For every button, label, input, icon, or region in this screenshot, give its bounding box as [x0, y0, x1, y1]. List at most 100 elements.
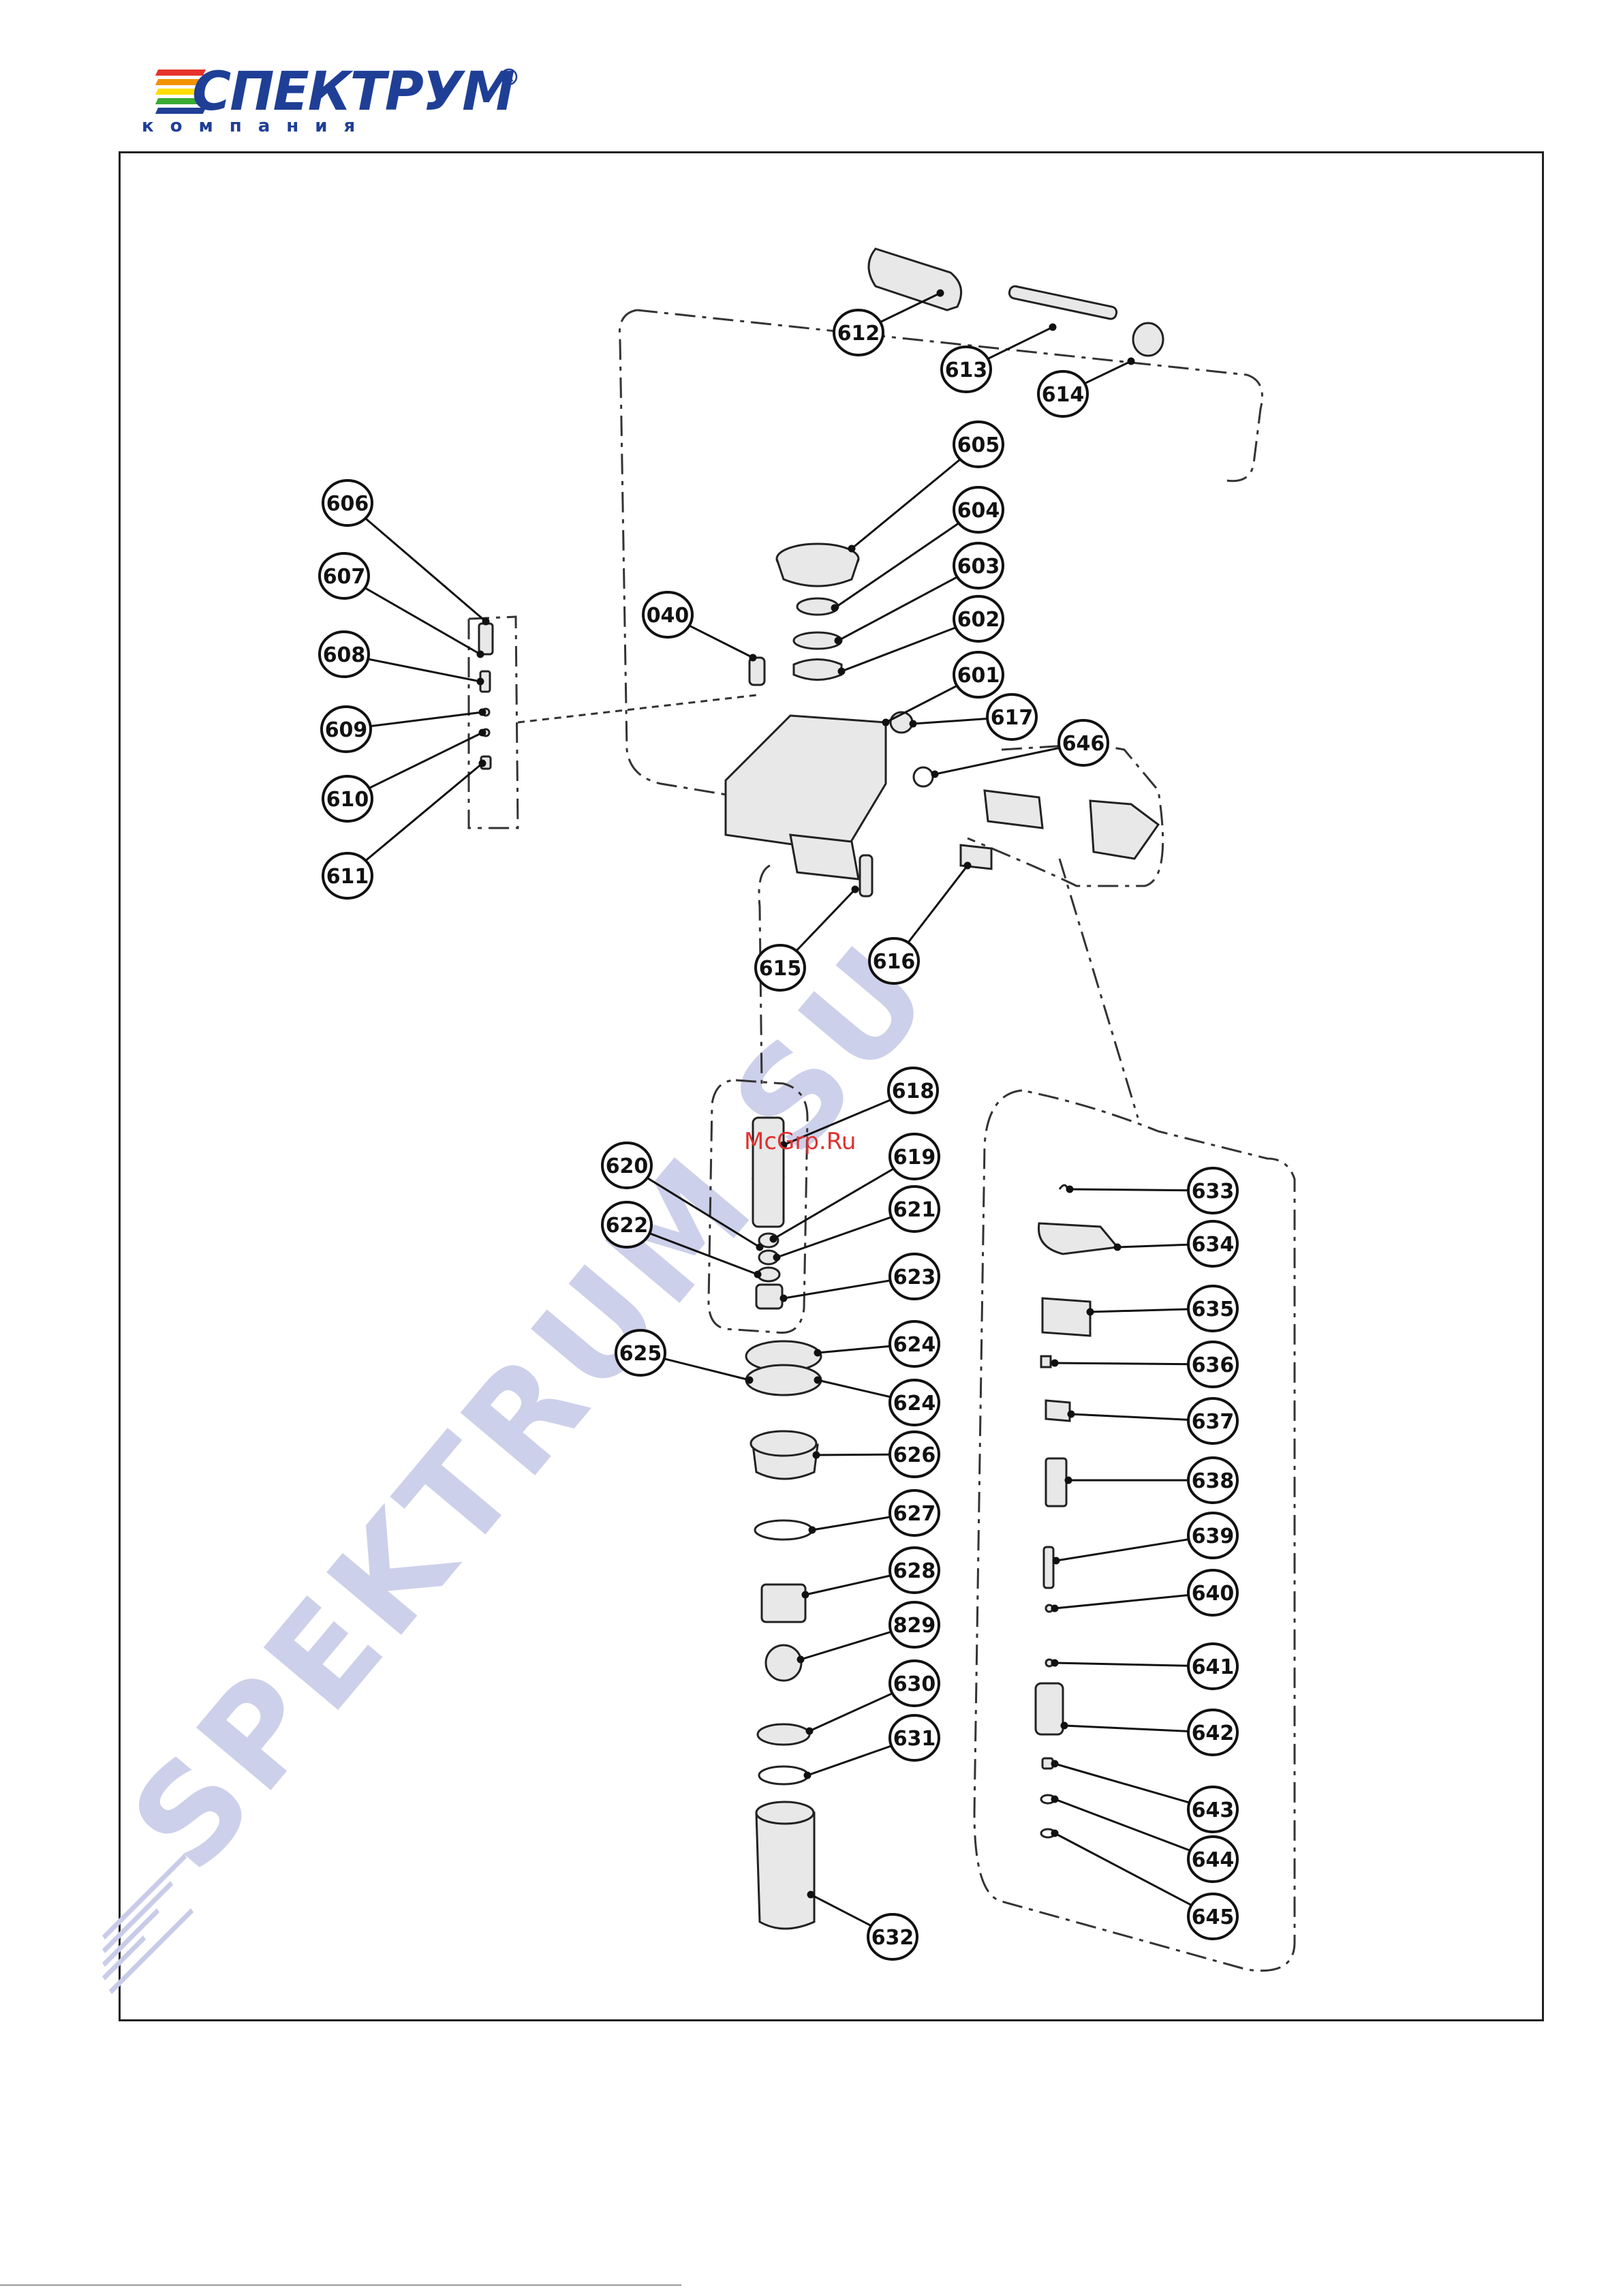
callout-label-609: 609 — [325, 718, 368, 742]
callout-label-601: 601 — [957, 664, 1000, 688]
leader-arrow-632 — [808, 1892, 814, 1897]
valve-body — [985, 791, 1042, 828]
callout-label-626: 626 — [893, 1443, 936, 1467]
drain-group-link — [1060, 859, 1138, 1118]
leader-arrow-638 — [1066, 1478, 1071, 1483]
leader-arrow-639 — [1053, 1558, 1059, 1563]
valve-knob — [1090, 801, 1158, 859]
callout-label-606: 606 — [326, 492, 369, 516]
pin-636 — [1041, 1356, 1051, 1367]
leader-arrow-627 — [809, 1527, 815, 1533]
callout-label-625: 625 — [619, 1342, 662, 1366]
leader-arrow-630 — [807, 1728, 812, 1734]
leader-arrow-612 — [938, 290, 943, 296]
leader-arrow-622 — [755, 1272, 760, 1277]
leader-arrow-615 — [852, 887, 858, 892]
callout-label-614: 614 — [1042, 383, 1085, 407]
callout-label-646: 646 — [1062, 732, 1105, 756]
callout-label-622: 622 — [606, 1214, 649, 1238]
leader-arrow-636 — [1052, 1360, 1057, 1366]
fittings-link — [518, 695, 756, 722]
callout-label-635: 635 — [1192, 1298, 1235, 1321]
seat-642 — [1036, 1683, 1063, 1734]
leader-arrow-613 — [1050, 324, 1055, 330]
callout-label-608: 608 — [323, 643, 366, 667]
handle-pin — [1008, 286, 1117, 320]
leader-line-645 — [1055, 1833, 1213, 1916]
callout-label-620: 620 — [606, 1154, 649, 1178]
callout-label-642: 642 — [1192, 1721, 1235, 1745]
ball-829 — [766, 1645, 801, 1681]
callout-label-627: 627 — [893, 1502, 936, 1526]
leader-line-606 — [347, 503, 486, 622]
washer-630 — [758, 1724, 809, 1745]
callout-label-613: 613 — [945, 358, 988, 382]
callout-label-602: 602 — [957, 608, 1000, 632]
leader-arrow-605 — [849, 546, 854, 551]
pump-block-601 — [726, 716, 886, 852]
footer-rule — [0, 2284, 681, 2286]
housing-632-top — [756, 1802, 814, 1824]
pump-block-base — [790, 835, 859, 879]
oring-627 — [755, 1520, 812, 1540]
leader-arrow-621 — [774, 1255, 779, 1260]
callout-label-624b: 624 — [893, 1392, 936, 1415]
callout-label-643: 643 — [1192, 1798, 1235, 1822]
fitting-040 — [749, 658, 764, 685]
mcgrp-mark: McGrp.Ru — [744, 1128, 856, 1155]
callout-label-634: 634 — [1192, 1233, 1235, 1257]
leader-arrow-640 — [1052, 1606, 1057, 1611]
part-623 — [756, 1285, 782, 1308]
seal-ring-602 — [794, 660, 841, 680]
leader-arrow-633 — [1067, 1187, 1072, 1192]
leader-arrow-603 — [835, 638, 841, 643]
leader-arrow-626 — [814, 1452, 819, 1458]
leader-arrow-608 — [478, 679, 483, 684]
callout-label-616: 616 — [873, 950, 916, 974]
spring-638 — [1046, 1458, 1066, 1506]
callout-label-621: 621 — [893, 1198, 936, 1222]
callout-label-612: 612 — [837, 322, 880, 346]
leader-line-611 — [347, 763, 482, 876]
leader-arrow-642 — [1062, 1723, 1067, 1728]
leader-arrow-829 — [798, 1657, 803, 1662]
callout-label-617: 617 — [991, 706, 1034, 730]
housing-632 — [756, 1813, 814, 1929]
leader-arrow-611 — [480, 761, 485, 766]
callout-label-615: 615 — [759, 957, 802, 981]
oring-646 — [914, 767, 933, 786]
drain-group-outline — [974, 1090, 1295, 1971]
leader-arrow-609 — [480, 709, 485, 715]
callout-label-619: 619 — [893, 1146, 936, 1169]
lever-634 — [1038, 1223, 1117, 1254]
cam-635 — [1042, 1298, 1090, 1336]
callout-label-641: 641 — [1192, 1655, 1235, 1679]
handle-washer — [1133, 323, 1163, 356]
callout-label-607: 607 — [323, 565, 366, 589]
leader-arrow-644 — [1052, 1796, 1057, 1802]
fitting-615 — [860, 855, 872, 896]
leader-arrow-601 — [883, 720, 888, 725]
nut-637 — [1046, 1400, 1070, 1421]
leader-arrow-619 — [771, 1236, 776, 1242]
packing-625 — [746, 1365, 821, 1395]
callout-label-645: 645 — [1192, 1905, 1235, 1929]
callout-label-632: 632 — [871, 1926, 914, 1950]
callout-label-636: 636 — [1192, 1353, 1235, 1377]
leader-arrow-646 — [932, 771, 938, 777]
leader-arrow-604 — [832, 605, 837, 611]
callout-label-638: 638 — [1192, 1469, 1235, 1493]
leader-lines — [344, 290, 1213, 1937]
callout-label-637: 637 — [1192, 1410, 1235, 1434]
callout-label-605: 605 — [957, 433, 1000, 457]
leader-arrow-616 — [965, 863, 970, 868]
main-group-outline — [619, 310, 743, 797]
leader-arrow-040 — [750, 655, 756, 660]
callout-label-040: 040 — [647, 604, 690, 628]
callout-label-631: 631 — [893, 1727, 936, 1751]
seal-cap-body — [777, 559, 859, 586]
leader-arrow-637 — [1068, 1411, 1074, 1417]
leader-arrow-628 — [803, 1592, 808, 1597]
callout-label-624a: 624 — [893, 1333, 936, 1357]
callout-label-633: 633 — [1192, 1180, 1235, 1204]
